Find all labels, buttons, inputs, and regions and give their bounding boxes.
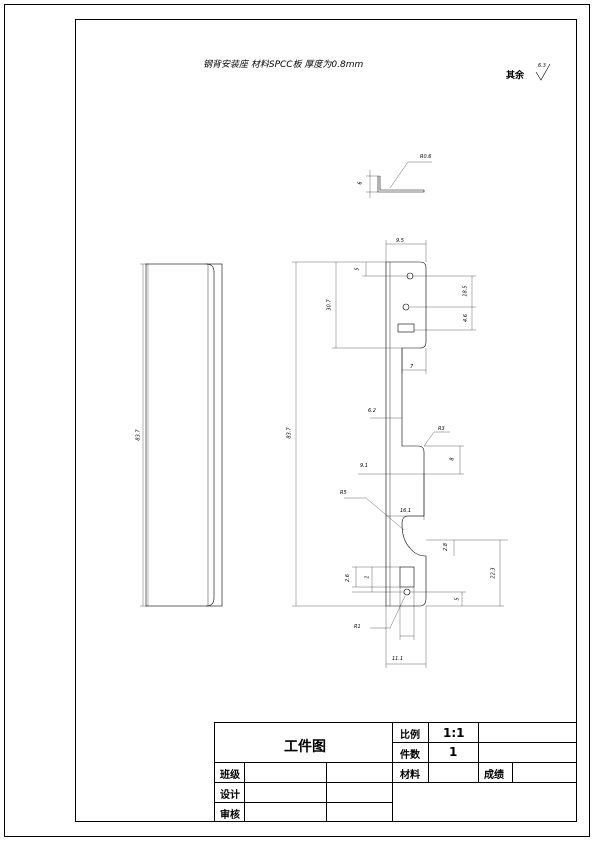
dim-notch-depth: 8 [449,457,456,461]
scale-label: 比例 [400,730,420,741]
side-view [145,263,223,607]
dim-lower-height: 22.3 [490,567,497,579]
surface-label: 其余 [506,71,525,81]
class-label: 班级 [220,770,240,781]
scale-value: 1:1 [443,726,465,740]
dim-slot-width: 2.6 [344,574,351,582]
dim-arc-radius: R5 [340,490,347,496]
dim-upper-length: 30.7 [326,299,333,311]
drawing-frame [75,19,577,822]
dim-bottom-width: 11.1 [392,656,404,662]
dim-overall-length-side: 83.7 [135,429,142,441]
dim-notch-radius: R3 [438,426,445,432]
dim-hole-spacing: 18.5 [462,285,469,297]
dim-top-height: 6 [357,181,364,185]
dim-flange-width: 9.5 [396,238,404,244]
sheet-outer-border [4,4,590,837]
quantity-value: 1 [449,745,458,759]
dim-notch-left: 9.1 [360,463,368,469]
dim-gap-width: 6.2 [368,408,376,414]
grade-label: 成绩 [484,770,504,781]
roughness-symbol [535,63,551,81]
drawing-title: 工件图 [284,739,326,755]
title-block: 工件图 比例 1:1 件数 1 班级 材料 成绩 设计 审核 [214,722,577,823]
dim-slot-offset: 4.6 [462,314,469,322]
dim-lower-step: 2.8 [442,543,449,551]
dim-bottom-offset: 5 [454,597,461,601]
title-block-grid [214,722,577,822]
material-note: 钢背安装座 材料SPCC板 厚度为0.8mm [203,60,364,70]
front-view [385,261,427,607]
dim-overall-length-front: 83.7 [286,427,293,439]
top-section-view [366,161,432,198]
dim-slot-small: 1 [364,575,371,579]
roughness-value: 6.3 [538,63,546,69]
dim-hole-top-offset: 5 [354,267,361,271]
dim-top-radius: R0.6 [420,154,432,160]
review-label: 审核 [220,810,240,821]
dimension-lines [140,240,508,668]
material-label: 材料 [400,770,420,781]
dim-lower-width: 7 [410,364,414,370]
dim-arc-offset: 16.1 [400,508,412,514]
dim-hole-radius: R1 [354,624,361,630]
design-label: 设计 [220,790,240,801]
quantity-label: 件数 [400,750,420,761]
